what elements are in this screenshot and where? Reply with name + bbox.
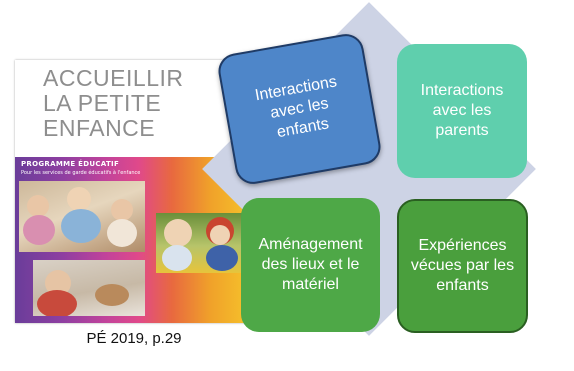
tile-label-line: parents: [435, 122, 489, 139]
cover-title-line-3: ENFANCE: [43, 115, 156, 141]
tile-label-line: enfants: [436, 277, 489, 294]
tile-label-line: Interactions: [420, 82, 504, 99]
child-with-blocks-photo: [33, 260, 145, 316]
source-caption: PÉ 2019, p.29: [86, 330, 182, 347]
babies-photo: [156, 213, 246, 273]
tile-label-line: Aménagement: [258, 236, 363, 253]
program-title: PROGRAMME ÉDUCATIF: [21, 160, 120, 168]
program-cover: ACCUEILLIR LA PETITE ENFANCE PROGRAMME É…: [15, 60, 253, 323]
tile-label-line: des lieux et le: [261, 256, 360, 273]
tile-interactions-enfants: Interactions avec les enfants: [215, 31, 384, 187]
tile-label-line: vécues par les: [410, 257, 515, 274]
cover-title-line-1: ACCUEILLIR: [43, 65, 184, 91]
cover-title: ACCUEILLIR LA PETITE ENFANCE: [43, 66, 248, 141]
children-playing-photo: [19, 181, 145, 252]
tile-label-line: matériel: [282, 276, 339, 293]
tile-amenagement-lieux: Aménagement des lieux et le matériel: [241, 198, 380, 332]
cover-photo-band: PROGRAMME ÉDUCATIF Pour les services de …: [15, 157, 253, 323]
cover-title-line-2: LA PETITE: [43, 90, 162, 116]
tile-label-line: Expériences: [418, 237, 507, 254]
tile-label-line: avec les: [432, 102, 492, 119]
tile-experiences-vecues: Expériences vécues par les enfants: [397, 199, 528, 333]
tile-interactions-parents: Interactions avec les parents: [397, 44, 527, 178]
program-subtitle: Pour les services de garde éducatifs à l…: [21, 170, 141, 176]
